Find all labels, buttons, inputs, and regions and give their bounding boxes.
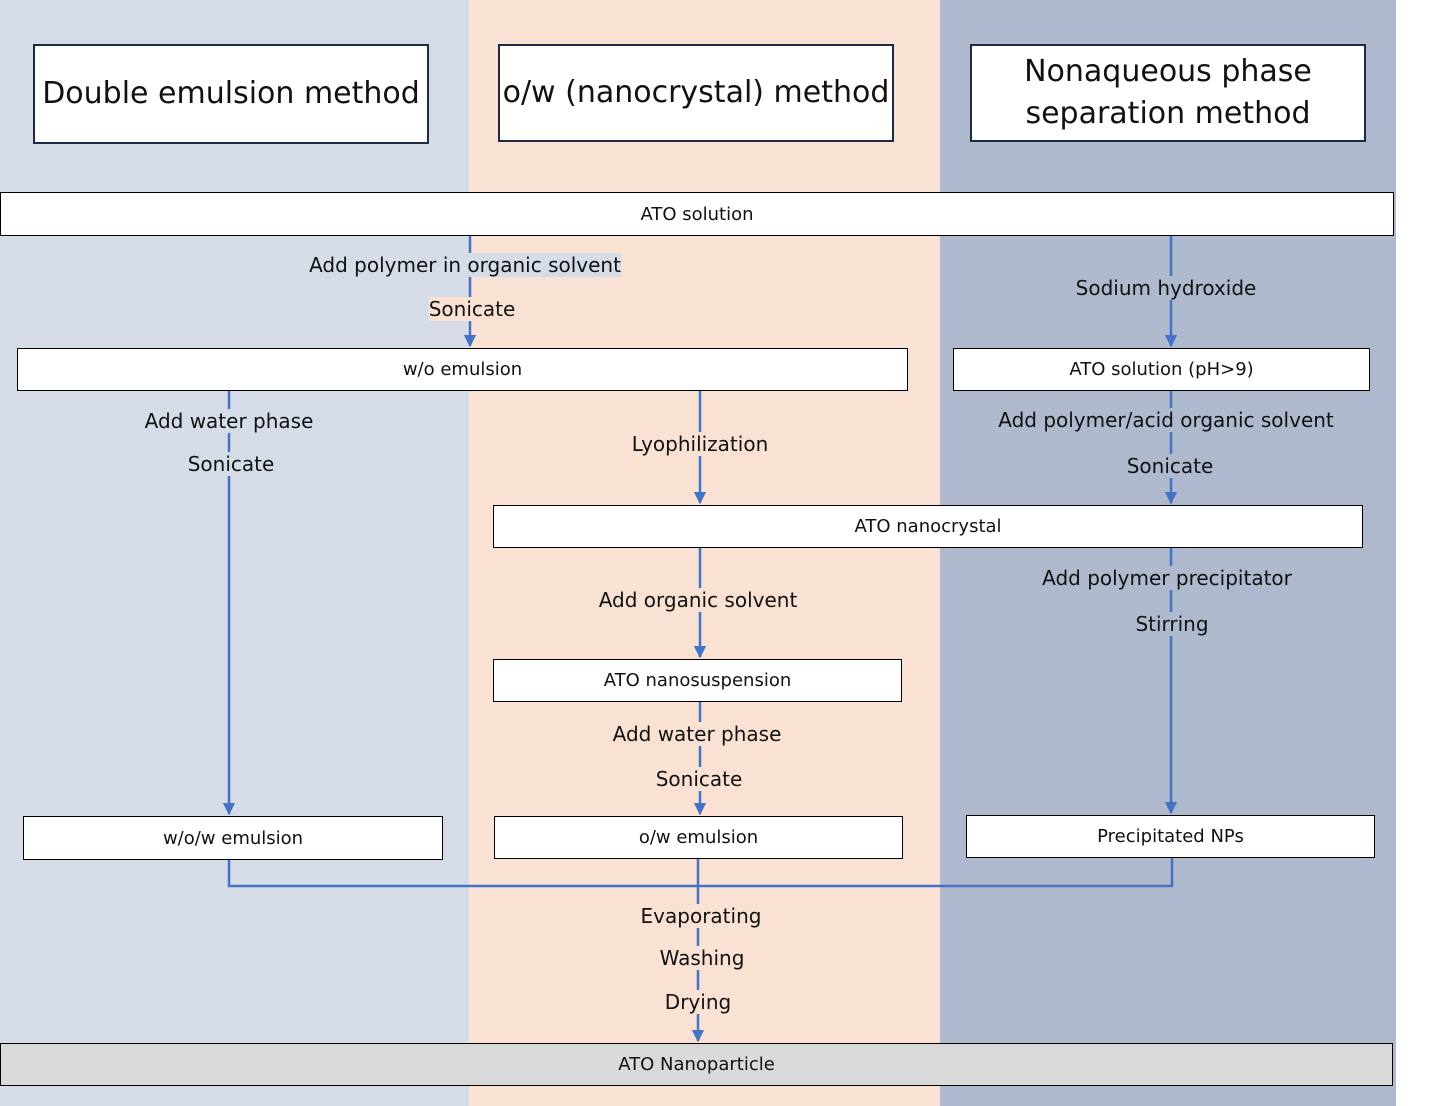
step-sonicate-4: Sonicate: [655, 767, 743, 791]
step-evaporating: Evaporating: [640, 904, 762, 928]
box-ato-solution-ph: ATO solution (pH>9): [953, 348, 1370, 391]
box-ato-nanosuspension: ATO nanosuspension: [493, 659, 902, 702]
lane-double-emulsion: [0, 0, 469, 1106]
box-ato-solution: ATO solution: [0, 192, 1394, 236]
box-wow-emulsion: w/o/w emulsion: [23, 816, 443, 860]
merge-line: [227, 858, 1174, 888]
step-add-organic-solvent: Add organic solvent: [598, 588, 798, 612]
header-double-emulsion: Double emulsion method: [33, 44, 429, 144]
box-ato-nanoparticle: ATO Nanoparticle: [0, 1043, 1393, 1086]
step-drying: Drying: [664, 990, 732, 1014]
step-add-polymer-organic: Add polymer in organic solvent: [309, 253, 621, 277]
step-washing: Washing: [659, 946, 745, 970]
step-sonicate-3: Sonicate: [1126, 454, 1214, 478]
step-add-polymer-acid: Add polymer/acid organic solvent: [998, 408, 1334, 432]
step-add-water-phase-2: Add water phase: [612, 722, 782, 746]
step-sonicate-1: Sonicate: [428, 297, 516, 321]
lane-nonaqueous: [940, 0, 1396, 1106]
header-ow-nanocrystal: o/w (nanocrystal) method: [498, 44, 894, 142]
box-ow-emulsion: o/w emulsion: [494, 816, 903, 859]
box-wo-emulsion: w/o emulsion: [17, 348, 908, 391]
step-lyophilization: Lyophilization: [631, 432, 769, 456]
header-nonaqueous: Nonaqueous phase separation method: [970, 44, 1366, 142]
step-add-polymer-precipitator: Add polymer precipitator: [1042, 566, 1292, 590]
step-sonicate-2: Sonicate: [187, 452, 275, 476]
box-ato-nanocrystal: ATO nanocrystal: [493, 505, 1363, 548]
box-precipitated-nps: Precipitated NPs: [966, 815, 1375, 858]
step-sodium-hydroxide: Sodium hydroxide: [1075, 276, 1257, 300]
step-add-water-phase-1: Add water phase: [144, 409, 314, 433]
step-stirring: Stirring: [1135, 612, 1209, 636]
